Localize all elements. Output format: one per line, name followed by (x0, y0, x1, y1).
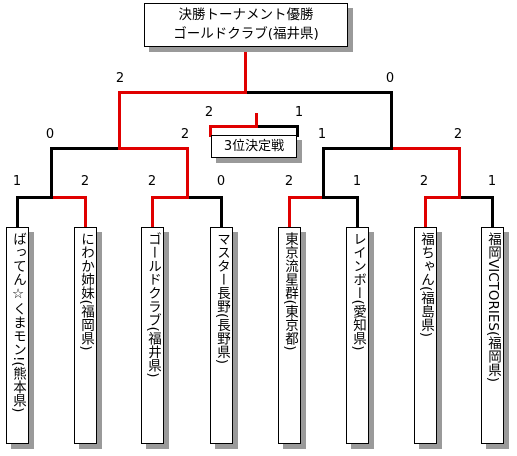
team-name-1: ばってん☆くまモン!(熊本県) (10, 232, 26, 413)
score-r1-6: 1 (352, 174, 362, 189)
team-box-3: ゴールドクラブ(福井県) (141, 227, 164, 444)
score-final-1: 2 (115, 71, 125, 86)
score-semi-3: 1 (317, 127, 327, 142)
score-r1-4: 0 (216, 174, 226, 189)
score-semi-2: 2 (180, 127, 190, 142)
r1-drop-6 (356, 196, 359, 229)
r1-bar-8 (458, 196, 494, 199)
team-name-8: 福岡VICTORIES(福岡県) (485, 232, 501, 383)
r1-drop-3 (151, 196, 154, 229)
score-third-2: 1 (294, 105, 304, 120)
r1-bar-2 (50, 196, 87, 199)
r1-bar-3 (151, 196, 189, 199)
r1-drop-4 (220, 196, 223, 229)
third-place-label: 3位決定戦 (223, 139, 285, 154)
team-box-7: 福ちゃん(福島県) (414, 227, 437, 444)
r1-drop-7 (424, 196, 427, 229)
semi-drop-1 (50, 147, 53, 199)
r1-bar-6 (322, 196, 359, 199)
semi-drop-4 (458, 147, 461, 199)
score-semi-1: 0 (45, 127, 55, 142)
score-r1-1: 1 (12, 174, 22, 189)
team-name-2: にわか姉妹(福岡県) (78, 232, 94, 351)
champion-title: 決勝トーナメント優勝 (178, 7, 314, 23)
semi-bar-1 (50, 147, 121, 150)
team-box-4: マスター長野(長野県) (210, 227, 233, 444)
final-bar-1 (118, 91, 247, 94)
semi-drop-2 (186, 147, 189, 199)
r1-bar-7 (424, 196, 461, 199)
r1-drop-2 (84, 196, 87, 229)
r1-drop-5 (288, 196, 291, 229)
team-name-4: マスター長野(長野県) (214, 232, 230, 365)
r1-bar-5 (288, 196, 325, 199)
r1-drop-1 (16, 196, 19, 229)
team-name-6: レインボー(愛知県) (350, 232, 366, 351)
final-stem (244, 46, 247, 94)
final-bar-2 (244, 91, 393, 94)
score-final-2: 0 (385, 71, 395, 86)
third-bar-1 (209, 125, 258, 128)
third-stem (255, 113, 258, 128)
score-r1-3: 2 (147, 174, 157, 189)
team-box-6: レインボー(愛知県) (346, 227, 369, 444)
semi-bar-2 (118, 147, 189, 150)
r1-bar-1 (16, 196, 53, 199)
semi-bar-4 (390, 147, 461, 150)
team-name-3: ゴールドクラブ(福井県) (145, 232, 161, 378)
team-name-5: 東京流星群(東京都) (282, 232, 298, 351)
score-r1-2: 2 (80, 174, 90, 189)
r1-drop-8 (491, 196, 494, 229)
third-drop-1 (209, 125, 212, 137)
third-place-box: 3位決定戦 (211, 135, 297, 158)
final-drop-2 (390, 91, 393, 150)
score-semi-4: 2 (453, 127, 463, 142)
semi-bar-3 (322, 147, 393, 150)
semi-drop-3 (322, 147, 325, 199)
champion-box: 決勝トーナメント優勝 ゴールドクラブ(福井県) (144, 3, 348, 47)
third-drop-2 (296, 125, 299, 137)
final-drop-1 (118, 91, 121, 150)
champion-winner: ゴールドクラブ(福井県) (173, 26, 319, 42)
score-r1-8: 1 (487, 174, 497, 189)
score-third-1: 2 (204, 105, 214, 120)
third-bar-2 (255, 125, 299, 128)
team-box-1: ばってん☆くまモン!(熊本県) (6, 227, 29, 444)
team-box-8: 福岡VICTORIES(福岡県) (481, 227, 504, 444)
score-r1-5: 2 (284, 174, 294, 189)
team-box-5: 東京流星群(東京都) (278, 227, 301, 444)
r1-bar-4 (186, 196, 223, 199)
team-name-7: 福ちゃん(福島県) (418, 232, 434, 338)
team-box-2: にわか姉妹(福岡県) (74, 227, 97, 444)
score-r1-7: 2 (419, 174, 429, 189)
